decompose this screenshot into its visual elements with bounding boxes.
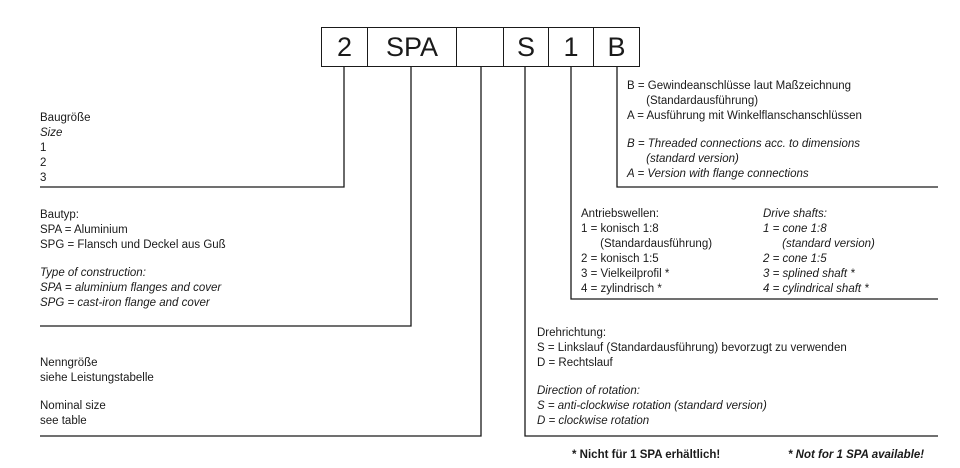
drive-en-line: 4 = cylindrical shaft * [763, 283, 869, 295]
nominal-en-line: Nominal size [40, 400, 106, 412]
drive-en-line: 3 = splined shaft * [763, 268, 855, 280]
drive-de-line: Antriebswellen: [581, 208, 659, 220]
construction-de-line: SPA = Aluminium [40, 224, 128, 236]
code-box-nominal [456, 27, 504, 67]
rotation-de-line: D = Rechtslauf [537, 357, 613, 369]
drive-de-line: (Standardausführung) [581, 238, 713, 250]
construction-de-line: Bautyp: [40, 209, 79, 221]
drive-description-de: Antriebswellen: 1 = konisch 1:8 (Standar… [581, 207, 712, 297]
construction-description: Bautyp: SPA = Aluminium SPG = Flansch un… [40, 208, 226, 311]
connector-drive [570, 67, 938, 300]
size-heading-en: Size [40, 127, 63, 139]
size-option: 1 [40, 142, 47, 154]
size-heading-de: Baugröße [40, 112, 91, 124]
drive-en-line: Drive shafts: [763, 208, 827, 220]
connection-de-line: B = Gewindeanschlüsse laut Maßzeichnung [627, 80, 852, 92]
construction-en-line: SPG = cast-iron flange and cover [40, 297, 210, 309]
nominal-en-line: see table [40, 415, 87, 427]
construction-en-line: Type of construction: [40, 267, 146, 279]
drive-en-line: (standard version) [763, 238, 875, 250]
size-option: 3 [40, 172, 47, 184]
drive-de-line: 3 = Vielkeilprofil * [581, 268, 670, 280]
drive-en-line: 2 = cone 1:5 [763, 253, 827, 265]
footnote-en: * Not for 1 SPA available! [788, 449, 925, 461]
connection-en-line: A = Version with flange connections [627, 168, 809, 180]
drive-description-en: Drive shafts: 1 = cone 1:8 (standard ver… [763, 207, 875, 297]
connector-construction [40, 67, 412, 327]
code-box-size: 2 [321, 27, 368, 67]
connection-description: B = Gewindeanschlüsse laut Maßzeichnung … [627, 79, 862, 182]
rotation-de-line: S = Linkslauf (Standardausführung) bevor… [537, 342, 847, 354]
code-box-connection: B [593, 27, 640, 67]
connector-rotation [524, 67, 938, 437]
nominal-de-line: siehe Leistungstabelle [40, 372, 154, 384]
size-option: 2 [40, 157, 47, 169]
code-box-type: SPA [367, 27, 457, 67]
drive-de-line: 4 = zylindrisch * [581, 283, 662, 295]
code-box-drive: 1 [548, 27, 594, 67]
construction-en-line: SPA = aluminium flanges and cover [40, 282, 222, 294]
rotation-de-line: Drehrichtung: [537, 327, 607, 339]
construction-de-line: SPG = Flansch und Deckel aus Guß [40, 239, 226, 251]
footnote-de: * Nicht für 1 SPA erhältlich! [572, 449, 721, 461]
nominal-description: Nenngröße siehe Leistungstabelle Nominal… [40, 356, 154, 429]
connection-en-line: B = Threaded connections acc. to dimensi… [627, 138, 861, 150]
nominal-de-line: Nenngröße [40, 357, 98, 369]
code-box-rotation: S [503, 27, 549, 67]
rotation-en-line: D = clockwise rotation [537, 415, 650, 427]
connection-de-line: A = Ausführung mit Winkelflanschanschlüs… [627, 110, 862, 122]
connector-connection [616, 67, 938, 188]
rotation-en-line: Direction of rotation: [537, 385, 640, 397]
connection-de-line: (Standardausführung) [627, 95, 759, 107]
drive-de-line: 1 = konisch 1:8 [581, 223, 659, 235]
connector-size [40, 67, 345, 188]
rotation-en-line: S = anti-clockwise rotation (standard ve… [537, 400, 767, 412]
drive-en-line: 1 = cone 1:8 [763, 223, 827, 235]
drive-de-line: 2 = konisch 1:5 [581, 253, 659, 265]
connector-nominal [40, 67, 482, 437]
connection-en-line: (standard version) [627, 153, 739, 165]
rotation-description: Drehrichtung: S = Linkslauf (Standardaus… [537, 326, 847, 429]
size-description: Baugröße Size 1 2 3 [40, 111, 91, 186]
